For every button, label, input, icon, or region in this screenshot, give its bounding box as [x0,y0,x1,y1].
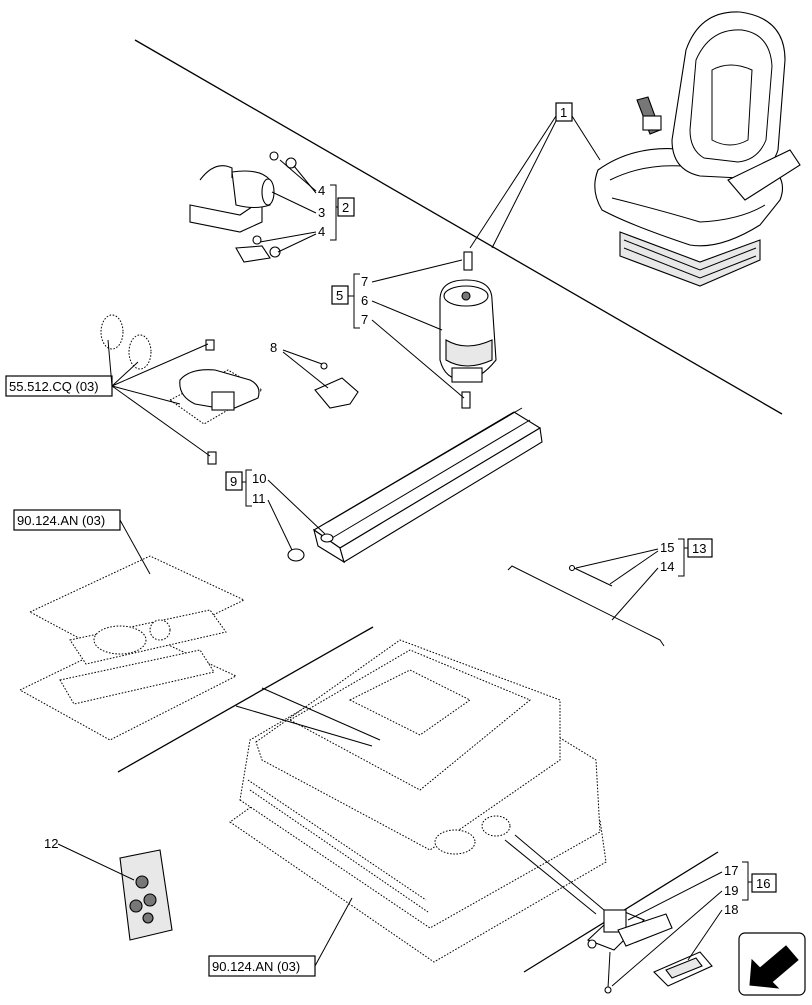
ref-90124-top[interactable]: 90.124.AN (03) [17,513,105,528]
callout-4-bottom: 4 [318,224,325,239]
callout-13: 13 [692,541,706,556]
callout-2: 2 [342,200,349,215]
callout-4-top: 4 [318,183,325,198]
suspension-base-drawing [229,639,607,963]
callout-box-9 [225,471,243,491]
callout-10: 10 [252,471,266,486]
ref-90124-bottom[interactable]: 90.124.AN (03) [212,959,300,974]
callout-15: 15 [660,540,674,555]
bracket-5 [353,273,360,329]
separator-line-top [134,39,783,415]
callout-12: 12 [44,836,58,851]
callout-14: 14 [660,559,674,574]
leader-1-mid [491,120,557,249]
callout-8: 8 [270,340,277,355]
rail-drawing [287,407,543,564]
bracket-13 [678,538,685,577]
bracket-parts-drawing [189,151,297,263]
leader-1-seat [571,115,601,161]
leader-1-left [469,115,557,249]
callout-9: 9 [230,474,237,489]
callout-box-5 [331,285,349,305]
seat-assembly-drawing [594,11,801,287]
callout-11: 11 [252,491,266,506]
bracket-16 [742,861,749,901]
separator-line-middle [117,626,374,773]
control-rods-drawing [507,564,665,647]
callout-17: 17 [724,863,738,878]
callout-7-top: 7 [361,274,368,289]
ref-55512[interactable]: 55.512.CQ (03) [9,379,99,394]
callout-1: 1 [560,105,567,120]
air-spring-drawing [439,251,497,409]
bracket-2 [330,184,337,241]
arrow-down-left-icon[interactable] [738,932,806,996]
callout-16: 16 [756,876,770,891]
bracket-9 [245,469,252,507]
callout-7-bottom: 7 [361,312,368,327]
callout-3: 3 [318,205,325,220]
callout-box-13 [687,538,713,558]
small-bracket-drawing [314,362,359,409]
callout-18: 18 [724,902,738,917]
compressor-drawing [100,314,263,465]
callout-box-2 [337,197,355,217]
callout-box-16 [751,873,777,893]
callout-6: 6 [361,293,368,308]
callout-box-1 [555,102,573,122]
lever-pedal-drawing [586,909,713,994]
scissor-frame-drawing [18,555,246,741]
callout-19: 19 [724,883,738,898]
switch-panel-drawing [119,849,173,941]
callout-5: 5 [336,288,343,303]
